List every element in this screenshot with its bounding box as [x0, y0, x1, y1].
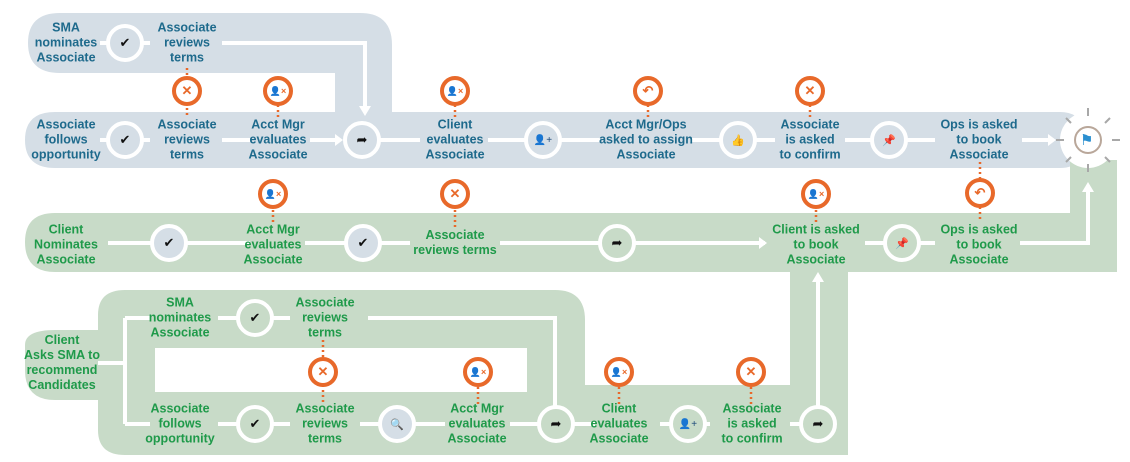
pin-icon: 📌 [883, 224, 921, 262]
add-user-icon: 👤+ [524, 121, 562, 159]
label-client-book: Client is asked to book Associate [772, 222, 860, 267]
label-associate-follows: Associate follows opportunity [145, 401, 215, 446]
label-ops-book: Ops is asked to book Associate [940, 222, 1018, 267]
green-band-main [25, 160, 1117, 272]
label-associate-confirm: Associate is asked to confirm [779, 117, 841, 162]
check-icon: ✔ [150, 224, 188, 262]
add-user-icon: 👤+ [669, 405, 707, 443]
reject-x-icon: ✕ [440, 179, 470, 209]
label-ops-book: Ops is asked to book Associate [940, 117, 1018, 162]
label-client-evaluates: Client evaluates Associate [589, 401, 649, 446]
thumbs-up-icon: 👍 [719, 121, 757, 159]
reject-user-icon: 👤× [440, 76, 470, 106]
checkered-flag-icon: ⚑ [1080, 132, 1094, 149]
label-associate-reviews-top: Associate reviews terms [295, 295, 355, 340]
reject-user-icon: 👤× [801, 179, 831, 209]
reject-x-icon: ✕ [308, 357, 338, 387]
label-associate-reviews: Associate reviews terms [157, 117, 217, 162]
check-icon: ✔ [236, 299, 274, 337]
label-client-nominates: Client Nominates Associate [34, 222, 98, 267]
label-sma-nominates: SMA nominates Associate [34, 20, 98, 65]
pin-icon: 📌 [870, 121, 908, 159]
reject-user-icon: 👤× [604, 357, 634, 387]
reject-x-icon: ✕ [736, 357, 766, 387]
check-icon: ✔ [236, 405, 274, 443]
reject-user-icon: 👤× [463, 357, 493, 387]
forward-arrow-icon: ➦ [598, 224, 636, 262]
forward-arrow-icon: ➦ [799, 405, 837, 443]
label-acct-mgr-evaluates: Acct Mgr evaluates Associate [447, 401, 507, 446]
check-icon: ✔ [344, 224, 382, 262]
label-client-evaluates: Client evaluates Associate [425, 117, 485, 162]
check-icon: ✔ [106, 121, 144, 159]
reject-user-icon: 👤× [263, 76, 293, 106]
reject-x-icon: ✕ [795, 76, 825, 106]
label-associate-reviews: Associate reviews terms [295, 401, 355, 446]
label-client-asks-sma: Client Asks SMA to recommend Candidates [24, 333, 100, 392]
label-sma-nominates: SMA nominates Associate [148, 295, 212, 340]
undo-icon: ↶ [965, 178, 995, 208]
label-acct-mgr-ops-assign: Acct Mgr/Ops asked to assign Associate [599, 117, 693, 162]
reject-x-icon: ✕ [172, 76, 202, 106]
finish-node [1056, 108, 1120, 172]
label-acct-mgr-evaluates: Acct Mgr evaluates Associate [248, 117, 308, 162]
reject-user-icon: 👤× [258, 179, 288, 209]
forward-arrow-icon: ➦ [343, 121, 381, 159]
label-associate-follows: Associate follows opportunity [31, 117, 101, 162]
search-icon: 🔍 [378, 405, 416, 443]
label-associate-reviews: Associate reviews terms [413, 228, 497, 257]
forward-arrow-icon: ➦ [537, 405, 575, 443]
check-icon: ✔ [106, 24, 144, 62]
label-acct-mgr-evaluates: Acct Mgr evaluates Associate [243, 222, 303, 267]
undo-icon: ↶ [633, 76, 663, 106]
label-associate-reviews-top: Associate reviews terms [157, 20, 217, 65]
label-associate-confirm: Associate is asked to confirm [721, 401, 783, 446]
